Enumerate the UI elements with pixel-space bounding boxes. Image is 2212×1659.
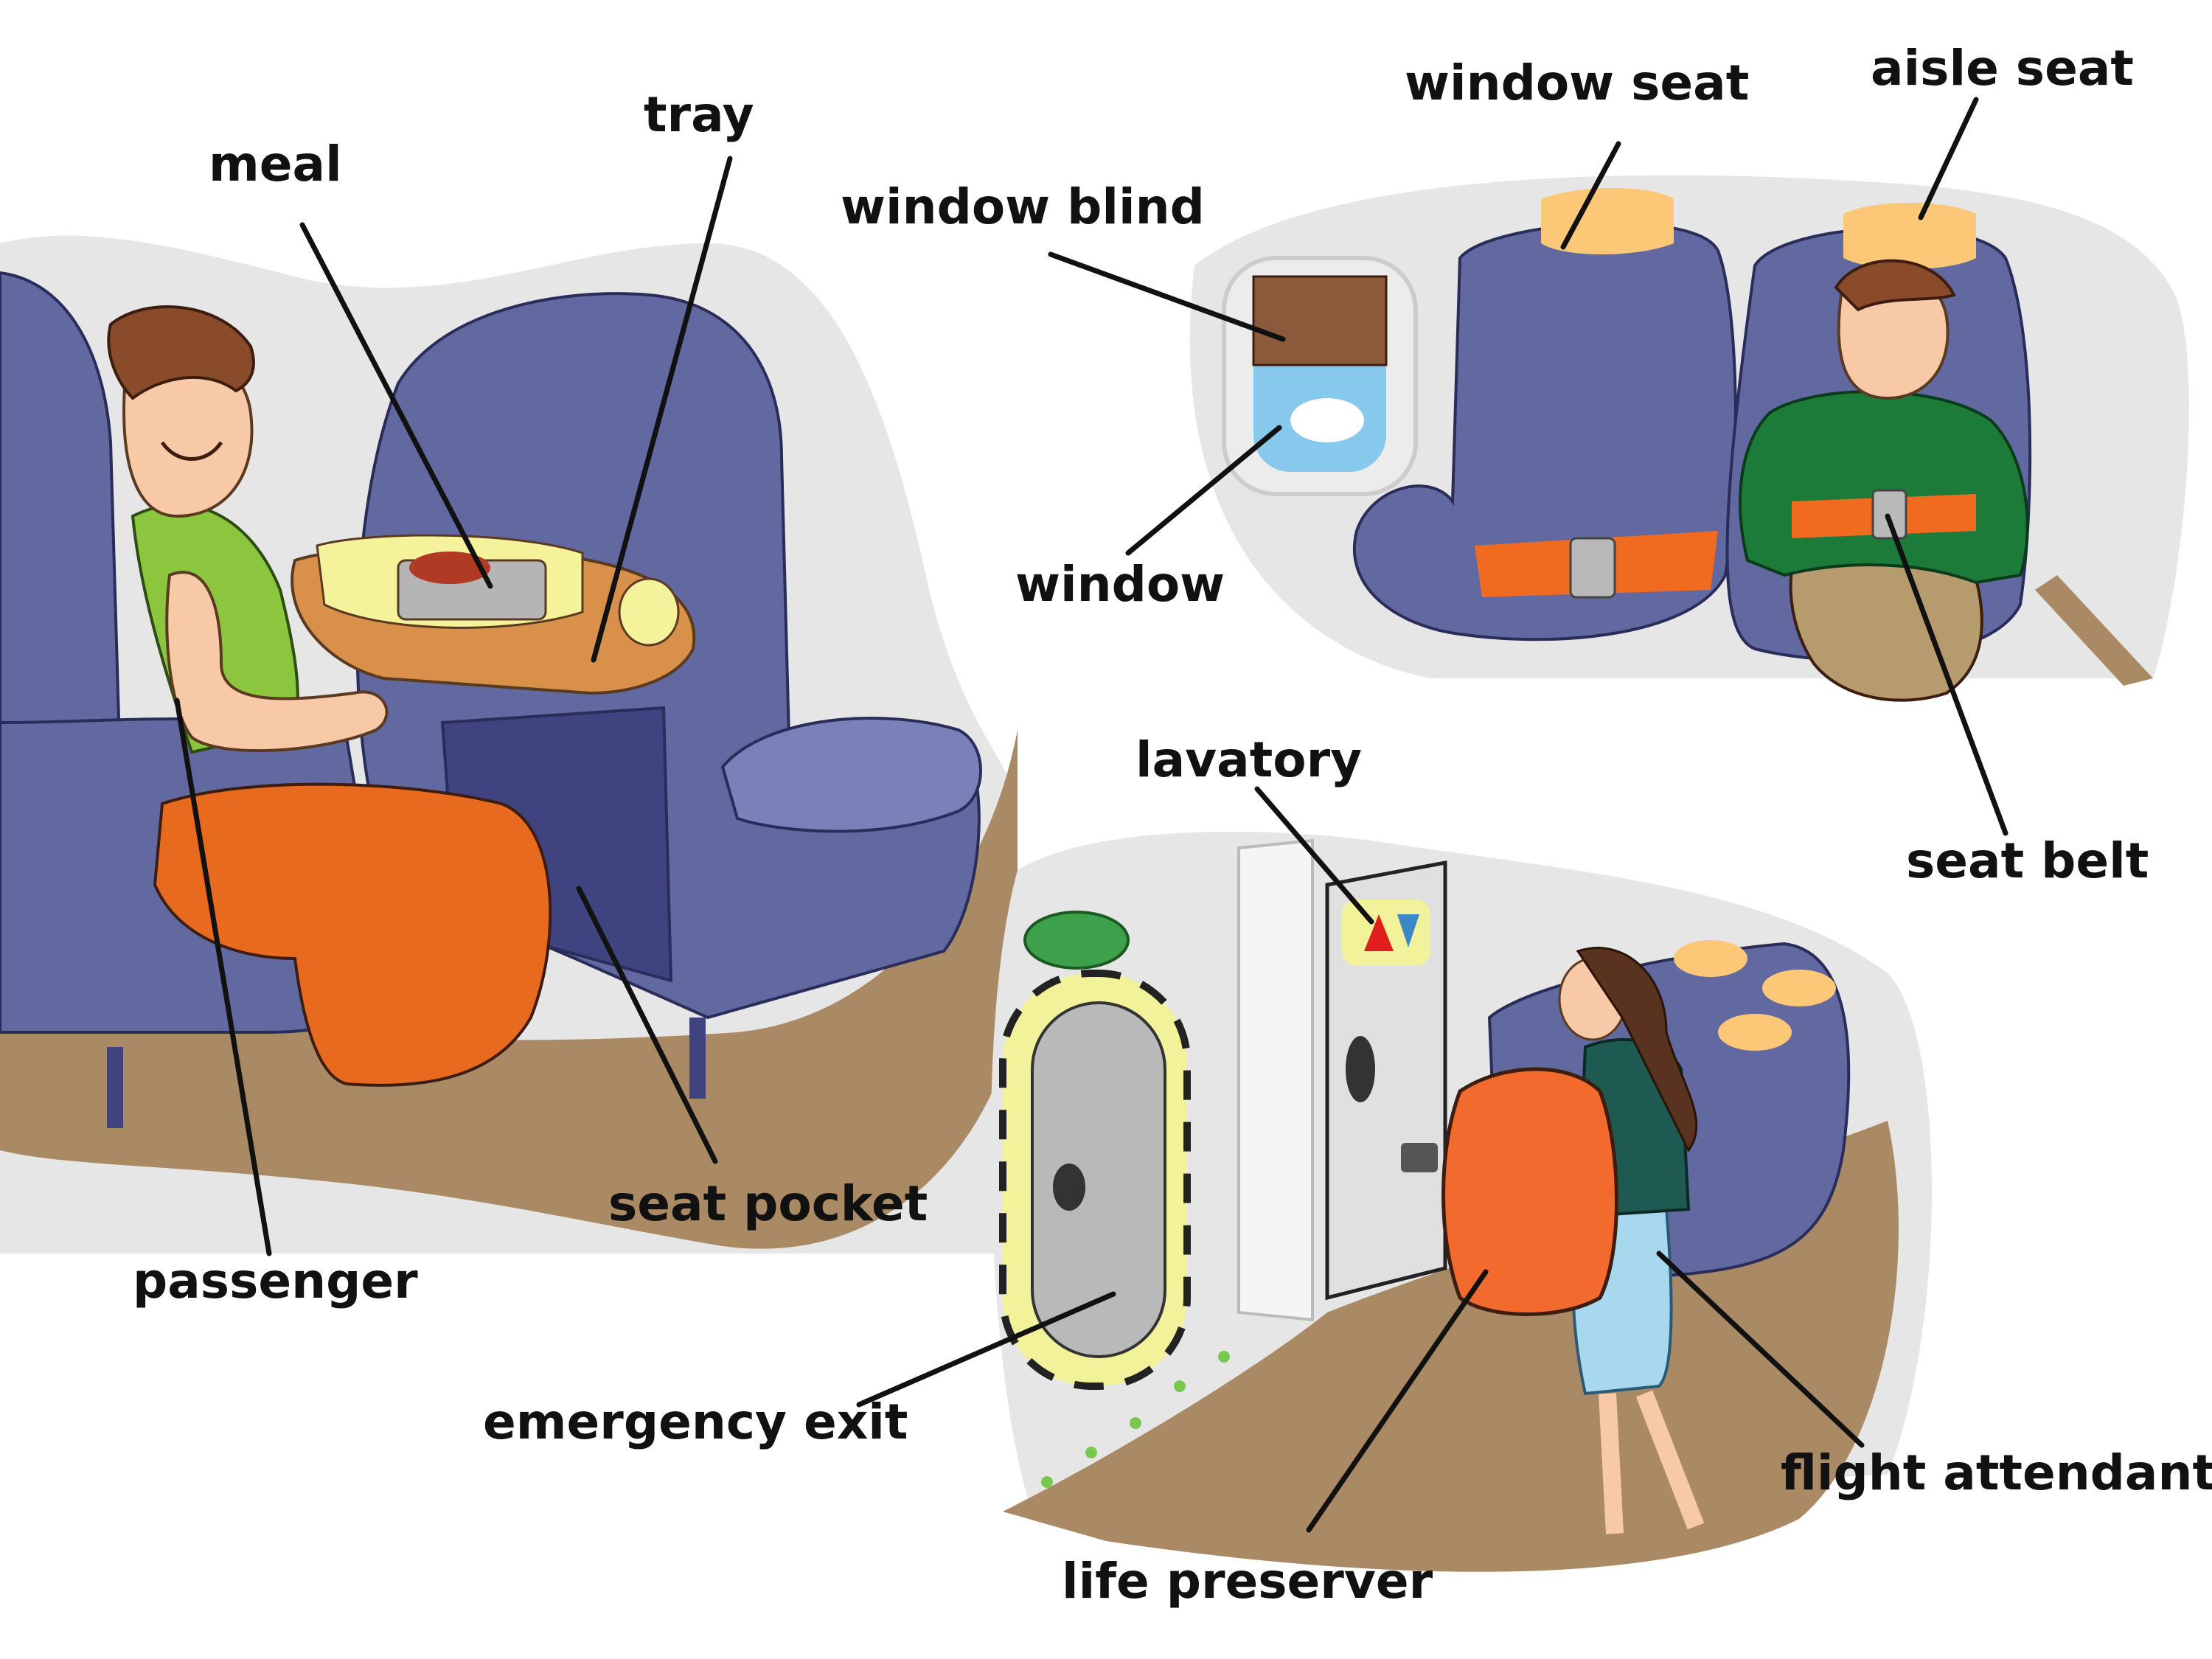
leader-seat-belt: [1885, 513, 2008, 836]
leader-window-blind: [1048, 251, 1286, 342]
aisle-seat-headrest: [1843, 203, 1976, 269]
passenger-seat-leg: [107, 1047, 123, 1128]
label-aisle-seat: aisle seat: [1871, 40, 2134, 97]
meal-cup: [618, 577, 680, 647]
label-tray: tray: [644, 86, 754, 143]
attendant-hair: [1576, 947, 1698, 1152]
rear-headrest-1: [1674, 940, 1747, 977]
floor-light: [1174, 1380, 1186, 1392]
boy-sweater: [1739, 390, 2029, 585]
leader-window: [1125, 425, 1282, 556]
leader-meal: [299, 222, 493, 589]
passenger-smile: [160, 441, 223, 461]
life-preserver-shape: [1441, 1067, 1618, 1316]
label-seat-belt: seat belt: [1906, 832, 2149, 889]
exit-door: [1031, 1001, 1166, 1358]
leader-lavatory: [1254, 786, 1374, 925]
exit-handle: [1053, 1164, 1085, 1211]
meal-food: [409, 552, 490, 584]
floor-light: [1085, 1447, 1097, 1458]
leader-emergency-exit: [856, 1291, 1116, 1408]
label-window-blind: window blind: [841, 178, 1205, 235]
lavatory-lock: [1346, 1036, 1375, 1102]
front-seat-leg: [689, 1018, 706, 1099]
floor-light: [1130, 1417, 1141, 1429]
label-window-seat: window seat: [1405, 55, 1750, 111]
boy-hair: [1834, 259, 1956, 312]
lavatory-door: [1325, 860, 1447, 1301]
label-life-preserver: life preserver: [1062, 1553, 1433, 1610]
boy-buckle: [1871, 489, 1907, 540]
label-seat-pocket: seat pocket: [608, 1175, 928, 1232]
leader-seat-pocket: [576, 886, 718, 1164]
window-seat-shape: [1352, 222, 1737, 641]
front-seat-armrest: [720, 717, 982, 833]
window-blind-shape: [1252, 275, 1388, 366]
leader-aisle-seat: [1918, 97, 1979, 220]
lavatory-wall: [1237, 838, 1314, 1322]
life-preserver-handle: [1401, 1143, 1438, 1172]
floor-left: [0, 730, 1018, 1249]
floor-top-right: [2035, 575, 2153, 686]
floor-light: [1041, 1476, 1053, 1488]
label-passenger: passenger: [133, 1253, 418, 1310]
window-seat-headrest: [1541, 188, 1674, 254]
label-window: window: [1015, 556, 1225, 613]
window-seat-scene: [1189, 175, 2189, 702]
passenger-blanket: [153, 782, 552, 1087]
leader-passenger: [174, 698, 272, 1256]
label-lavatory: lavatory: [1135, 731, 1363, 788]
window-cloud: [1290, 398, 1364, 442]
passenger-scene: [0, 235, 1018, 1254]
rear-headrest-3: [1718, 1014, 1792, 1051]
lavatory-sign-man: [1397, 914, 1419, 947]
leader-tray: [591, 156, 733, 663]
cabin-service-scene: [990, 832, 1932, 1572]
label-meal: meal: [209, 136, 342, 192]
leader-flight-attendant: [1656, 1251, 1865, 1448]
exit-sign: [1023, 911, 1130, 970]
lavatory-sign-woman: [1364, 914, 1394, 951]
floor-light: [1218, 1351, 1230, 1363]
rear-headrest-2: [1762, 970, 1836, 1006]
window-seat-buckle: [1569, 537, 1616, 599]
leader-window-seat: [1560, 141, 1621, 250]
label-flight-attendant: flight attendant: [1781, 1444, 2212, 1501]
passenger-hair: [107, 305, 255, 400]
leader-lines: [174, 97, 2008, 1533]
leader-life-preserver: [1306, 1269, 1489, 1533]
label-emergency-exit: emergency exit: [483, 1394, 908, 1450]
attendant-legs: [1599, 1390, 1705, 1534]
